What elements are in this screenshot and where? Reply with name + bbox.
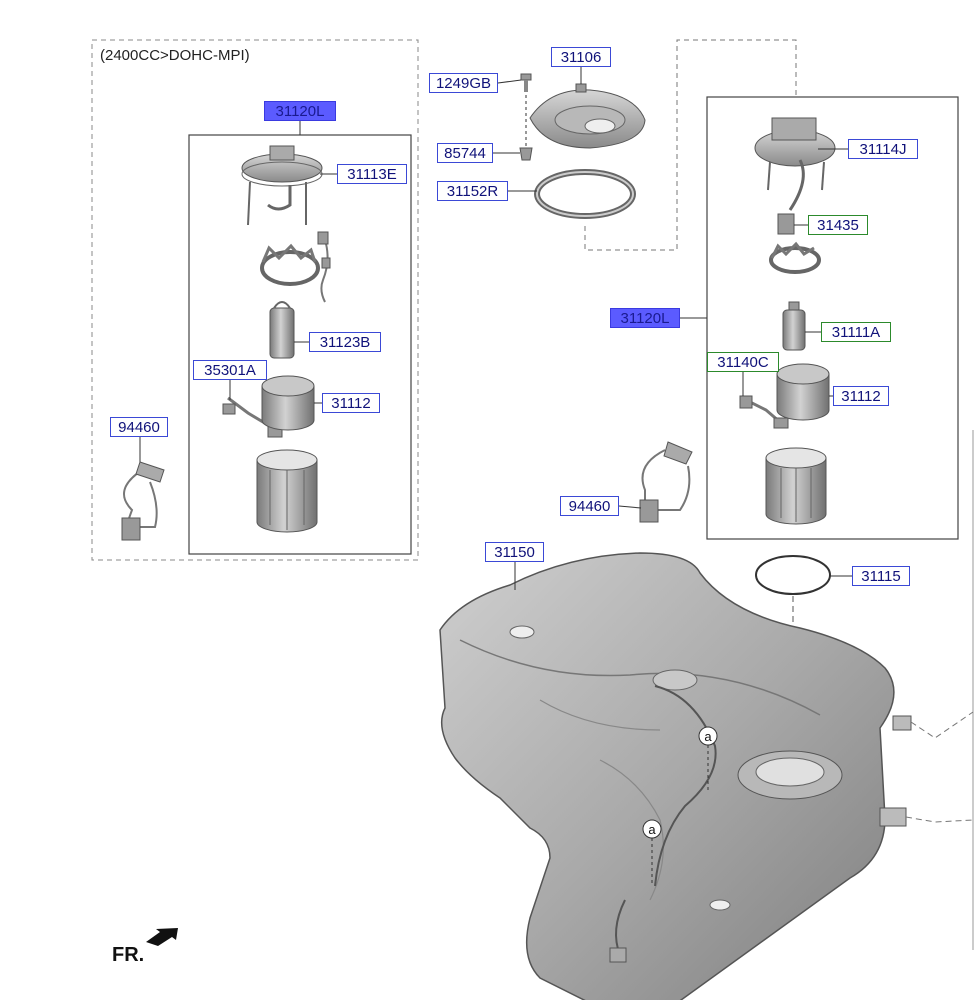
right-assembly-box [706,96,959,540]
fuel-tank [439,552,912,1000]
right-sender [639,441,693,523]
label-nut[interactable]: 85744 [437,143,493,163]
left-bracket [260,243,320,286]
label-sensor-left[interactable]: 35301A [193,360,267,380]
label-sensor-right[interactable]: 31140C [707,352,779,372]
svg-text:a: a [704,729,712,744]
front-arrow-icon [146,928,178,946]
svg-text:a: a [648,822,656,837]
left-sender [121,461,165,541]
label-filter-left[interactable]: 31112 [322,393,380,413]
label-ring[interactable]: 31152R [437,181,508,201]
left-pump-plate [241,145,323,226]
label-pump-right[interactable]: 31111A [821,322,891,342]
variant-frame [91,39,419,561]
right-pump [782,301,806,351]
bolt [520,73,532,92]
left-pump [269,301,295,359]
right-bracket [769,241,821,274]
label-gasket[interactable]: 31115 [852,566,910,586]
cover [529,83,646,149]
left-reservoir [256,449,318,533]
left-wire [317,231,331,303]
front-marker: FR. [112,944,145,966]
label-pump-left[interactable]: 31123B [309,332,381,352]
label-assy-left[interactable]: 31120L [264,101,336,121]
right-reservoir [765,447,827,525]
left-filter [261,375,315,431]
nut [519,147,533,161]
label-connector-right[interactable]: 31435 [808,215,868,235]
right-filter [776,363,830,421]
callout-a-lower: a [642,819,662,839]
gasket-ring [755,555,831,595]
label-bolt[interactable]: 1249GB [429,73,498,93]
cover-link-line [584,39,797,251]
callout-a-upper: a [698,726,718,746]
label-filter-right[interactable]: 31112 [833,386,889,406]
leader-lines [139,67,852,590]
label-plate-right[interactable]: 31114J [848,139,918,159]
ring [534,169,636,219]
right-connector [777,213,795,235]
label-tank[interactable]: 31150 [485,542,544,562]
label-cover[interactable]: 31106 [551,47,611,67]
label-plate-left[interactable]: 31113E [337,164,407,184]
right-sensor [739,395,789,429]
label-assy-right[interactable]: 31120L [610,308,680,328]
variant-note: (2400CC>DOHC-MPI) [100,47,250,64]
right-pump-plate [754,117,836,211]
label-sender-left[interactable]: 94460 [110,417,168,437]
label-sender-right[interactable]: 94460 [560,496,619,516]
